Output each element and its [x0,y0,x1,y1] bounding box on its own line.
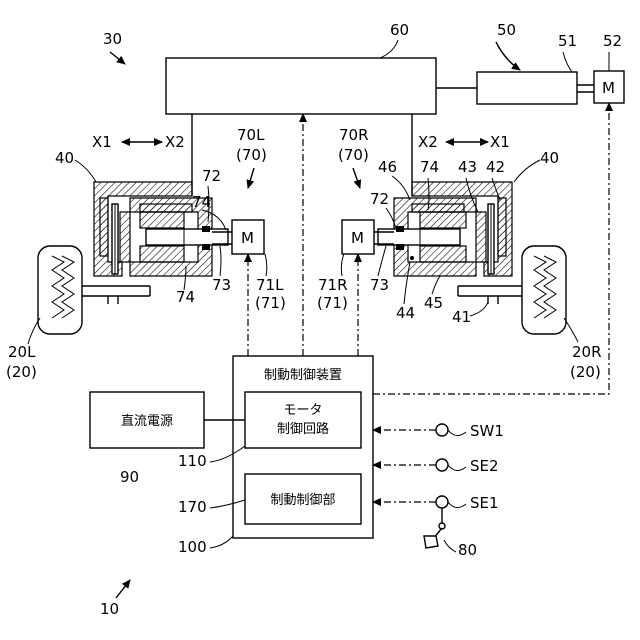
right-caliper-assembly [378,182,528,304]
ref-70R: 70R [339,126,369,144]
dc-power-text: 直流電源 [121,414,173,429]
leader-51 [563,52,572,72]
motor-circuit-line1: モータ [283,403,322,418]
motor-circuit-box-110 [245,392,361,448]
switch-sw1 [436,424,448,436]
ref-70L-group: (70) [236,146,267,164]
sensor-se2 [436,459,448,471]
arrow-70L [248,168,254,188]
ref-71L-group: (71) [255,294,286,312]
ref-43: 43 [458,158,477,176]
ref-90: 90 [120,468,139,486]
motor-letter-52: M [602,79,615,97]
ref-52: 52 [603,32,622,50]
leader-60 [380,40,398,58]
ref-10: 10 [100,600,119,618]
ref-70R-group: (70) [338,146,369,164]
ref-44: 44 [396,304,415,322]
ref-50: 50 [497,21,516,39]
left-pad-inner [120,212,130,262]
dir-right-x1: X1 [490,133,510,151]
ref-110: 110 [178,452,207,470]
right-pad-outer [498,198,506,256]
ref-71L: 71L [256,276,284,294]
ref-20R-group: (20) [570,363,601,381]
ref-74-right: 74 [420,158,439,176]
controller-title: 制動制御装置 [264,368,342,383]
left-piston [140,212,184,228]
left-pad-outer [100,198,108,256]
motor-circuit-line2: 制御回路 [277,421,329,437]
ref-71R: 71R [318,276,348,294]
dir-left-x2: X2 [165,133,185,151]
arrow-10 [116,580,130,598]
ref-20L: 20L [8,343,36,361]
dir-left-x1: X1 [92,133,112,151]
ref-100: 100 [178,538,207,556]
ref-74-left-bottom: 74 [176,288,195,306]
label-sw1: SW1 [470,422,504,440]
arrow-30 [110,52,125,64]
right-pad-inner [476,212,486,262]
wheel-20L [38,246,82,334]
ref-46: 46 [378,158,397,176]
sensor-se1 [436,496,448,508]
label-se1: SE1 [470,494,499,512]
ref-20L-group: (20) [6,363,37,381]
ref-41: 41 [452,308,471,326]
ref-40-left: 40 [55,149,74,167]
dir-right-x2: X2 [418,133,438,151]
brake-pedal-80 [424,508,445,548]
ref-60: 60 [390,21,409,39]
ref-71R-group: (71) [317,294,348,312]
ref-42: 42 [486,158,505,176]
ref-70L: 70L [237,126,265,144]
bridge-box-60 [166,58,436,114]
ref-45: 45 [424,294,443,312]
actuator-box-50 [477,72,577,104]
ref-73-left: 73 [212,276,231,294]
arrow-50 [496,42,520,70]
brake-control-text: 制動制御部 [270,493,335,508]
ref-80: 80 [458,541,477,559]
ref-72-left: 72 [202,167,221,185]
arrow-70R [353,168,360,188]
motor-letter-left: M [241,229,254,247]
ref-40-right: 40 [540,149,559,167]
ref-30: 30 [103,30,122,48]
motor-letter-right: M [351,229,364,247]
ref-74-left-top: 74 [192,193,211,211]
ref-51: 51 [558,32,577,50]
ref-73-right: 73 [370,276,389,294]
wheel-20R [522,246,566,334]
label-se2: SE2 [470,457,499,475]
ref-20R: 20R [572,343,602,361]
ref-72-right: 72 [370,190,389,208]
ref-170: 170 [178,498,207,516]
